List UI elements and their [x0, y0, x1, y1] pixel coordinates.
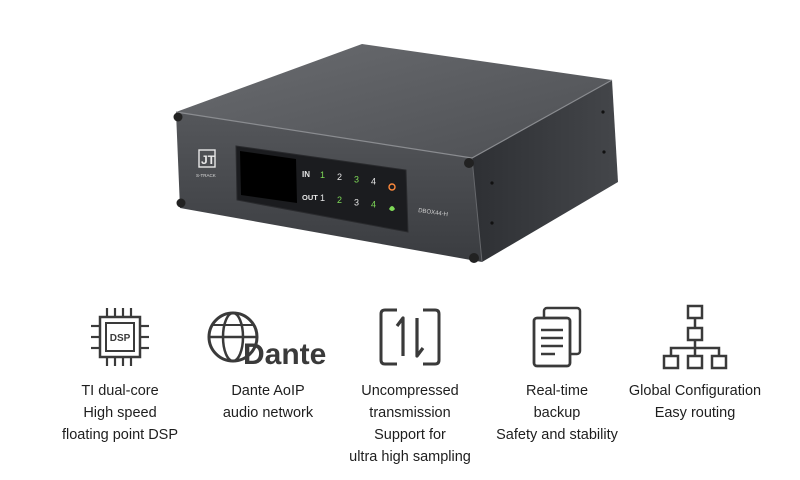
screw [176, 198, 186, 208]
lcd-screen [240, 151, 297, 203]
dsp-chip-icon: DSP [91, 308, 149, 366]
feature-caption: Dante AoIP audio network [222, 383, 314, 421]
brand-name: S-TRACK [196, 173, 216, 178]
dante-wordmark: Dante [243, 338, 326, 371]
status-led-icon [389, 206, 395, 211]
feature-routing: Global Configuration Easy routing [620, 302, 770, 424]
feature-caption: Real-time backup Safety and stability [496, 383, 618, 443]
out-label: OUT [302, 193, 318, 202]
screw [464, 158, 474, 168]
device-side [472, 80, 618, 262]
feature-caption: Global Configuration Easy routing [628, 383, 762, 421]
input-channel-leds: 1 2 3 4 [320, 170, 376, 187]
device-top [176, 44, 612, 158]
transfer-arrows-icon [379, 308, 441, 366]
network-tree-icon [662, 304, 728, 370]
feature-backup: Real-time backup Safety and stability [487, 302, 627, 446]
documents-icon [532, 306, 582, 368]
out-channel-2: 2 [337, 195, 342, 205]
dante-logo: Dante [207, 311, 326, 371]
feature-transmission: Uncompressed transmission Support for ul… [340, 302, 480, 468]
output-channel-leds: 1 2 3 4 [320, 193, 376, 210]
feature-caption: Uncompressed transmission Support for ul… [349, 383, 471, 465]
svg-text:JT: JT [201, 153, 216, 167]
model-label: DBOX44-H [418, 208, 449, 218]
out-channel-4: 4 [371, 200, 376, 210]
feature-dante: Dante Dante AoIP audio network [198, 302, 338, 424]
screw [469, 253, 479, 263]
in-channel-4: 4 [371, 177, 376, 187]
dsp-chip-label: DSP [110, 333, 131, 344]
in-channel-2: 2 [337, 172, 342, 182]
brand-logo: JT S-TRACK [196, 149, 216, 178]
in-channel-3: 3 [354, 174, 359, 184]
product-image: JT S-TRACK IN OUT 1 2 3 4 1 2 3 4 DBOX44-H [173, 44, 618, 263]
in-label: IN [302, 170, 310, 179]
out-channel-3: 3 [354, 197, 359, 207]
out-channel-1: 1 [320, 193, 325, 203]
power-led-icon [388, 183, 396, 191]
screw [173, 112, 183, 122]
in-channel-1: 1 [320, 170, 325, 180]
feature-caption: TI dual-core High speed floating point D… [61, 383, 179, 443]
feature-dsp: DSP TI dual-core High speed floating poi… [40, 302, 200, 446]
